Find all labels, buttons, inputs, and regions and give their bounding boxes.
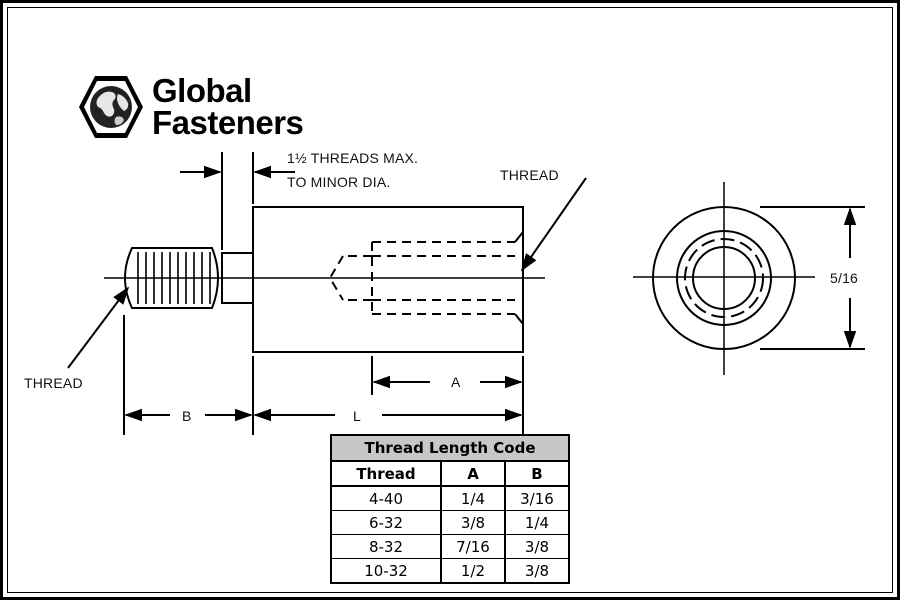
threaded-stud <box>124 247 219 309</box>
standoff-body <box>252 206 524 353</box>
brand-name-line1: Global <box>152 71 252 109</box>
dim-label-diameter: 5/16 <box>830 270 859 286</box>
brand-logo: Global Fasteners <box>78 71 304 141</box>
hex-globe-icon <box>79 76 143 138</box>
cell-a: 1/4 <box>440 485 506 511</box>
inner-frame <box>7 7 893 593</box>
cell-thread: 8-32 <box>330 534 442 559</box>
table-title: Thread Length Code <box>330 434 570 462</box>
table-row: 8-32 7/16 3/8 <box>330 534 571 559</box>
label-thread-left: THREAD <box>24 375 83 391</box>
stud-threads <box>137 252 211 304</box>
cell-a: 7/16 <box>440 534 506 559</box>
label-thread-right: THREAD <box>500 167 559 183</box>
header-thread: Thread <box>330 460 442 487</box>
cell-thread: 10-32 <box>330 558 442 584</box>
cell-thread: 4-40 <box>330 485 442 511</box>
leader-thread-left <box>67 286 130 369</box>
header-a: A <box>440 460 506 487</box>
table-row: 4-40 1/4 3/16 <box>330 485 571 511</box>
brand-name-line2: Fasteners <box>152 104 304 141</box>
cell-b: 1/4 <box>503 510 571 535</box>
cell-thread: 6-32 <box>330 510 442 535</box>
dim-label-a: A <box>451 374 461 390</box>
cell-a: 3/8 <box>440 510 506 535</box>
cell-b: 3/8 <box>503 534 571 559</box>
leader-thread-right <box>520 177 587 272</box>
header-b: B <box>503 460 571 487</box>
table-row: 10-32 1/2 3/8 <box>330 558 571 584</box>
shank <box>221 252 254 304</box>
note-threads-max: 1½ THREADS MAX. <box>287 150 419 166</box>
cell-b: 3/16 <box>503 485 571 511</box>
table-row: 6-32 3/8 1/4 <box>330 510 571 535</box>
cell-b: 3/8 <box>503 558 571 584</box>
cell-a: 1/2 <box>440 558 506 584</box>
thread-length-code-table: Thread Length Code Thread A B 4-40 1/4 3… <box>330 434 571 584</box>
dim-label-b: B <box>182 408 192 424</box>
internal-thread-hidden <box>328 241 515 315</box>
dim-label-l: L <box>353 408 361 424</box>
note-minor-dia: TO MINOR DIA. <box>287 174 391 190</box>
end-view <box>633 182 815 375</box>
